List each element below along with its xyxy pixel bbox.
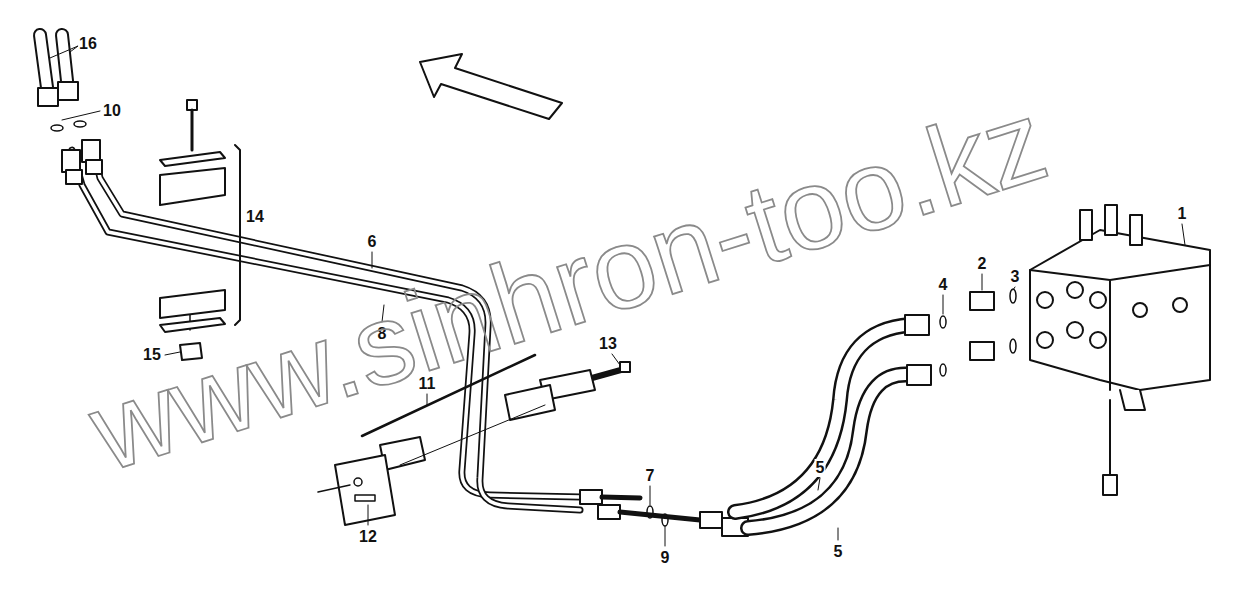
callout-number: 16 [78, 35, 98, 53]
callout-number: 1 [1177, 205, 1188, 223]
callout-number: 7 [645, 467, 656, 485]
watermark: www.sinhron-too.kz [78, 82, 1058, 489]
callout-number: 5 [833, 543, 844, 561]
callout-number: 14 [245, 208, 265, 226]
callout-number: 10 [102, 102, 122, 120]
callout-number: 13 [598, 335, 618, 353]
callout-number: 4 [938, 276, 949, 294]
callout-number: 5 [815, 459, 826, 477]
callout-number: 9 [660, 549, 671, 567]
callout-number: 3 [1010, 268, 1021, 286]
callout-number: 2 [977, 255, 988, 273]
callout-number: 12 [358, 528, 378, 546]
callout-number: 6 [367, 233, 378, 251]
